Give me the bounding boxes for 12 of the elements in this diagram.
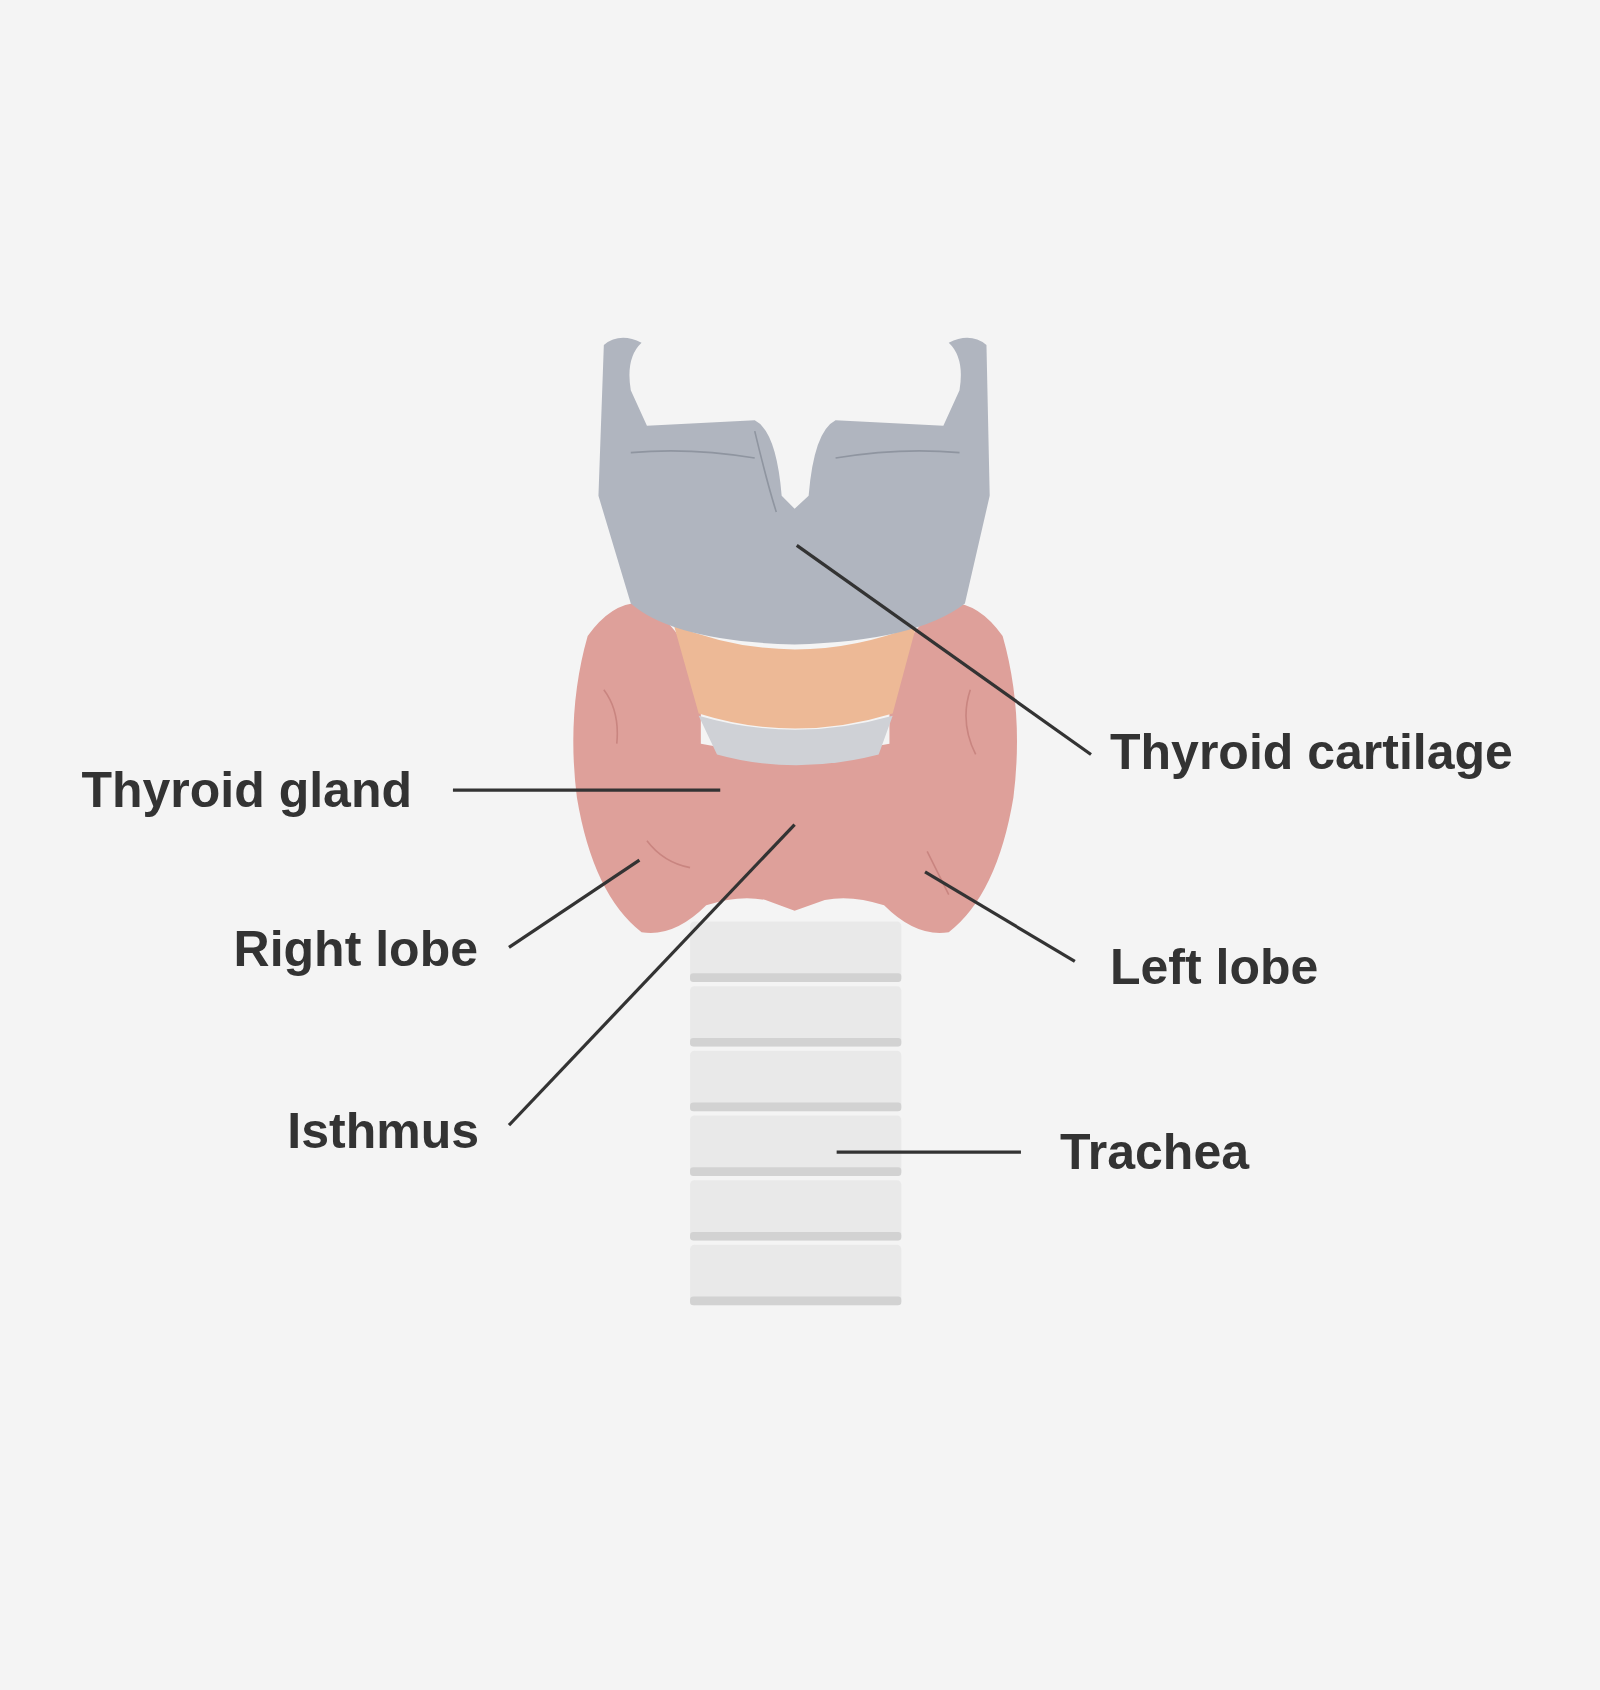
leader-line xyxy=(508,858,641,949)
part-label: Trachea xyxy=(1060,1123,1249,1181)
part-label: Right lobe xyxy=(233,920,478,978)
leader-line xyxy=(924,870,1076,963)
leader-line xyxy=(452,788,721,792)
leader-line xyxy=(795,544,1092,756)
leader-line xyxy=(836,1150,1021,1154)
leader-line xyxy=(507,823,796,1127)
part-label: Isthmus xyxy=(287,1102,479,1160)
part-label: Left lobe xyxy=(1110,938,1319,996)
part-label: Thyroid cartilage xyxy=(1110,723,1513,781)
part-label: Thyroid gland xyxy=(81,761,412,819)
